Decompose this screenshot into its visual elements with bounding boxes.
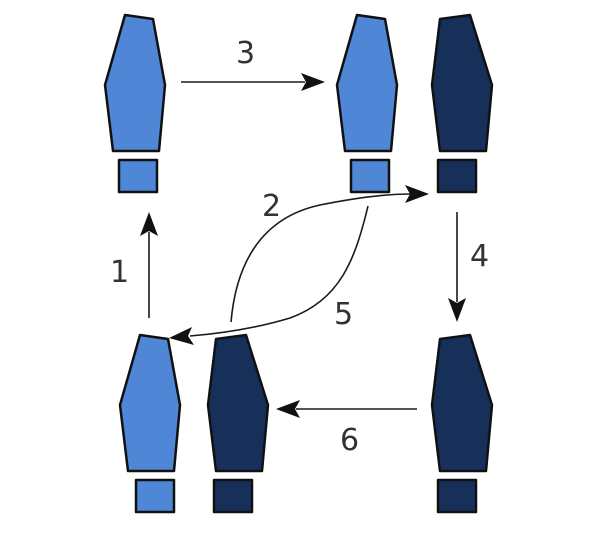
footprint-sole (206, 333, 270, 473)
arrowhead-step-5 (169, 327, 194, 345)
step-label-3: 3 (236, 36, 255, 71)
footprint-top-right (430, 13, 494, 194)
arrowhead-step-1 (140, 212, 158, 236)
step-label-2: 2 (262, 189, 281, 224)
footprint-heel (212, 478, 254, 514)
footprint-heel (349, 158, 391, 194)
footprint-heel (436, 478, 478, 514)
footprint-sole (430, 333, 494, 473)
footprint-sole (335, 13, 399, 153)
footprint-sole (430, 13, 494, 153)
footprint-heel (117, 158, 159, 194)
arrow-step-2 (230, 193, 411, 323)
footprint-bottom-middle (206, 333, 270, 514)
footprint-bottom-left (118, 333, 182, 514)
arrowhead-step-3 (301, 73, 325, 91)
footprint-sole (103, 13, 167, 153)
step-label-5: 5 (334, 297, 353, 332)
step-label-6: 6 (340, 423, 359, 458)
step-label-4: 4 (470, 239, 489, 274)
footprint-heel (436, 158, 478, 194)
arrow-step-5 (189, 205, 369, 337)
arrowhead-step-6 (276, 400, 300, 418)
footprint-heel (134, 478, 176, 514)
step-label-1: 1 (110, 255, 129, 290)
footprint-bottom-right (430, 333, 494, 514)
step-labels: 1 2 3 4 5 6 (110, 36, 489, 458)
arrowhead-step-2 (405, 185, 429, 203)
arrowhead-step-4 (448, 298, 466, 322)
step-arrows (140, 73, 466, 418)
footprint-sole (118, 333, 182, 473)
footprint-top-left (103, 13, 167, 194)
footprint-top-middle (335, 13, 399, 194)
